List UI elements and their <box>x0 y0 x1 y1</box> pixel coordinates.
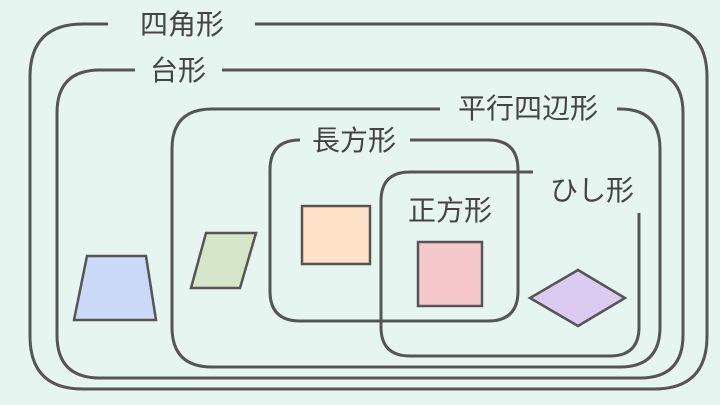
parallelogram-shape <box>189 231 258 290</box>
parallelogram-set-border <box>170 107 662 369</box>
rhombus-shape <box>527 268 628 328</box>
quadrilateral-label: 四角形 <box>140 8 224 41</box>
trapezoid-shape <box>72 254 158 322</box>
trapezoid-label: 台形 <box>150 54 206 87</box>
rectangle-label: 長方形 <box>312 124 396 157</box>
parallelogram-label: 平行四辺形 <box>458 92 598 125</box>
rectangle-set-border <box>268 138 520 323</box>
rhombus-label: ひし形 <box>550 174 634 207</box>
square-shape <box>416 240 484 308</box>
rectangle-shape <box>300 204 372 266</box>
quadrilateral-set-border <box>28 22 709 391</box>
trapezoid-set-border <box>55 68 685 380</box>
square-label: 正方形 <box>408 194 492 227</box>
rhombus-set-border <box>379 170 641 358</box>
